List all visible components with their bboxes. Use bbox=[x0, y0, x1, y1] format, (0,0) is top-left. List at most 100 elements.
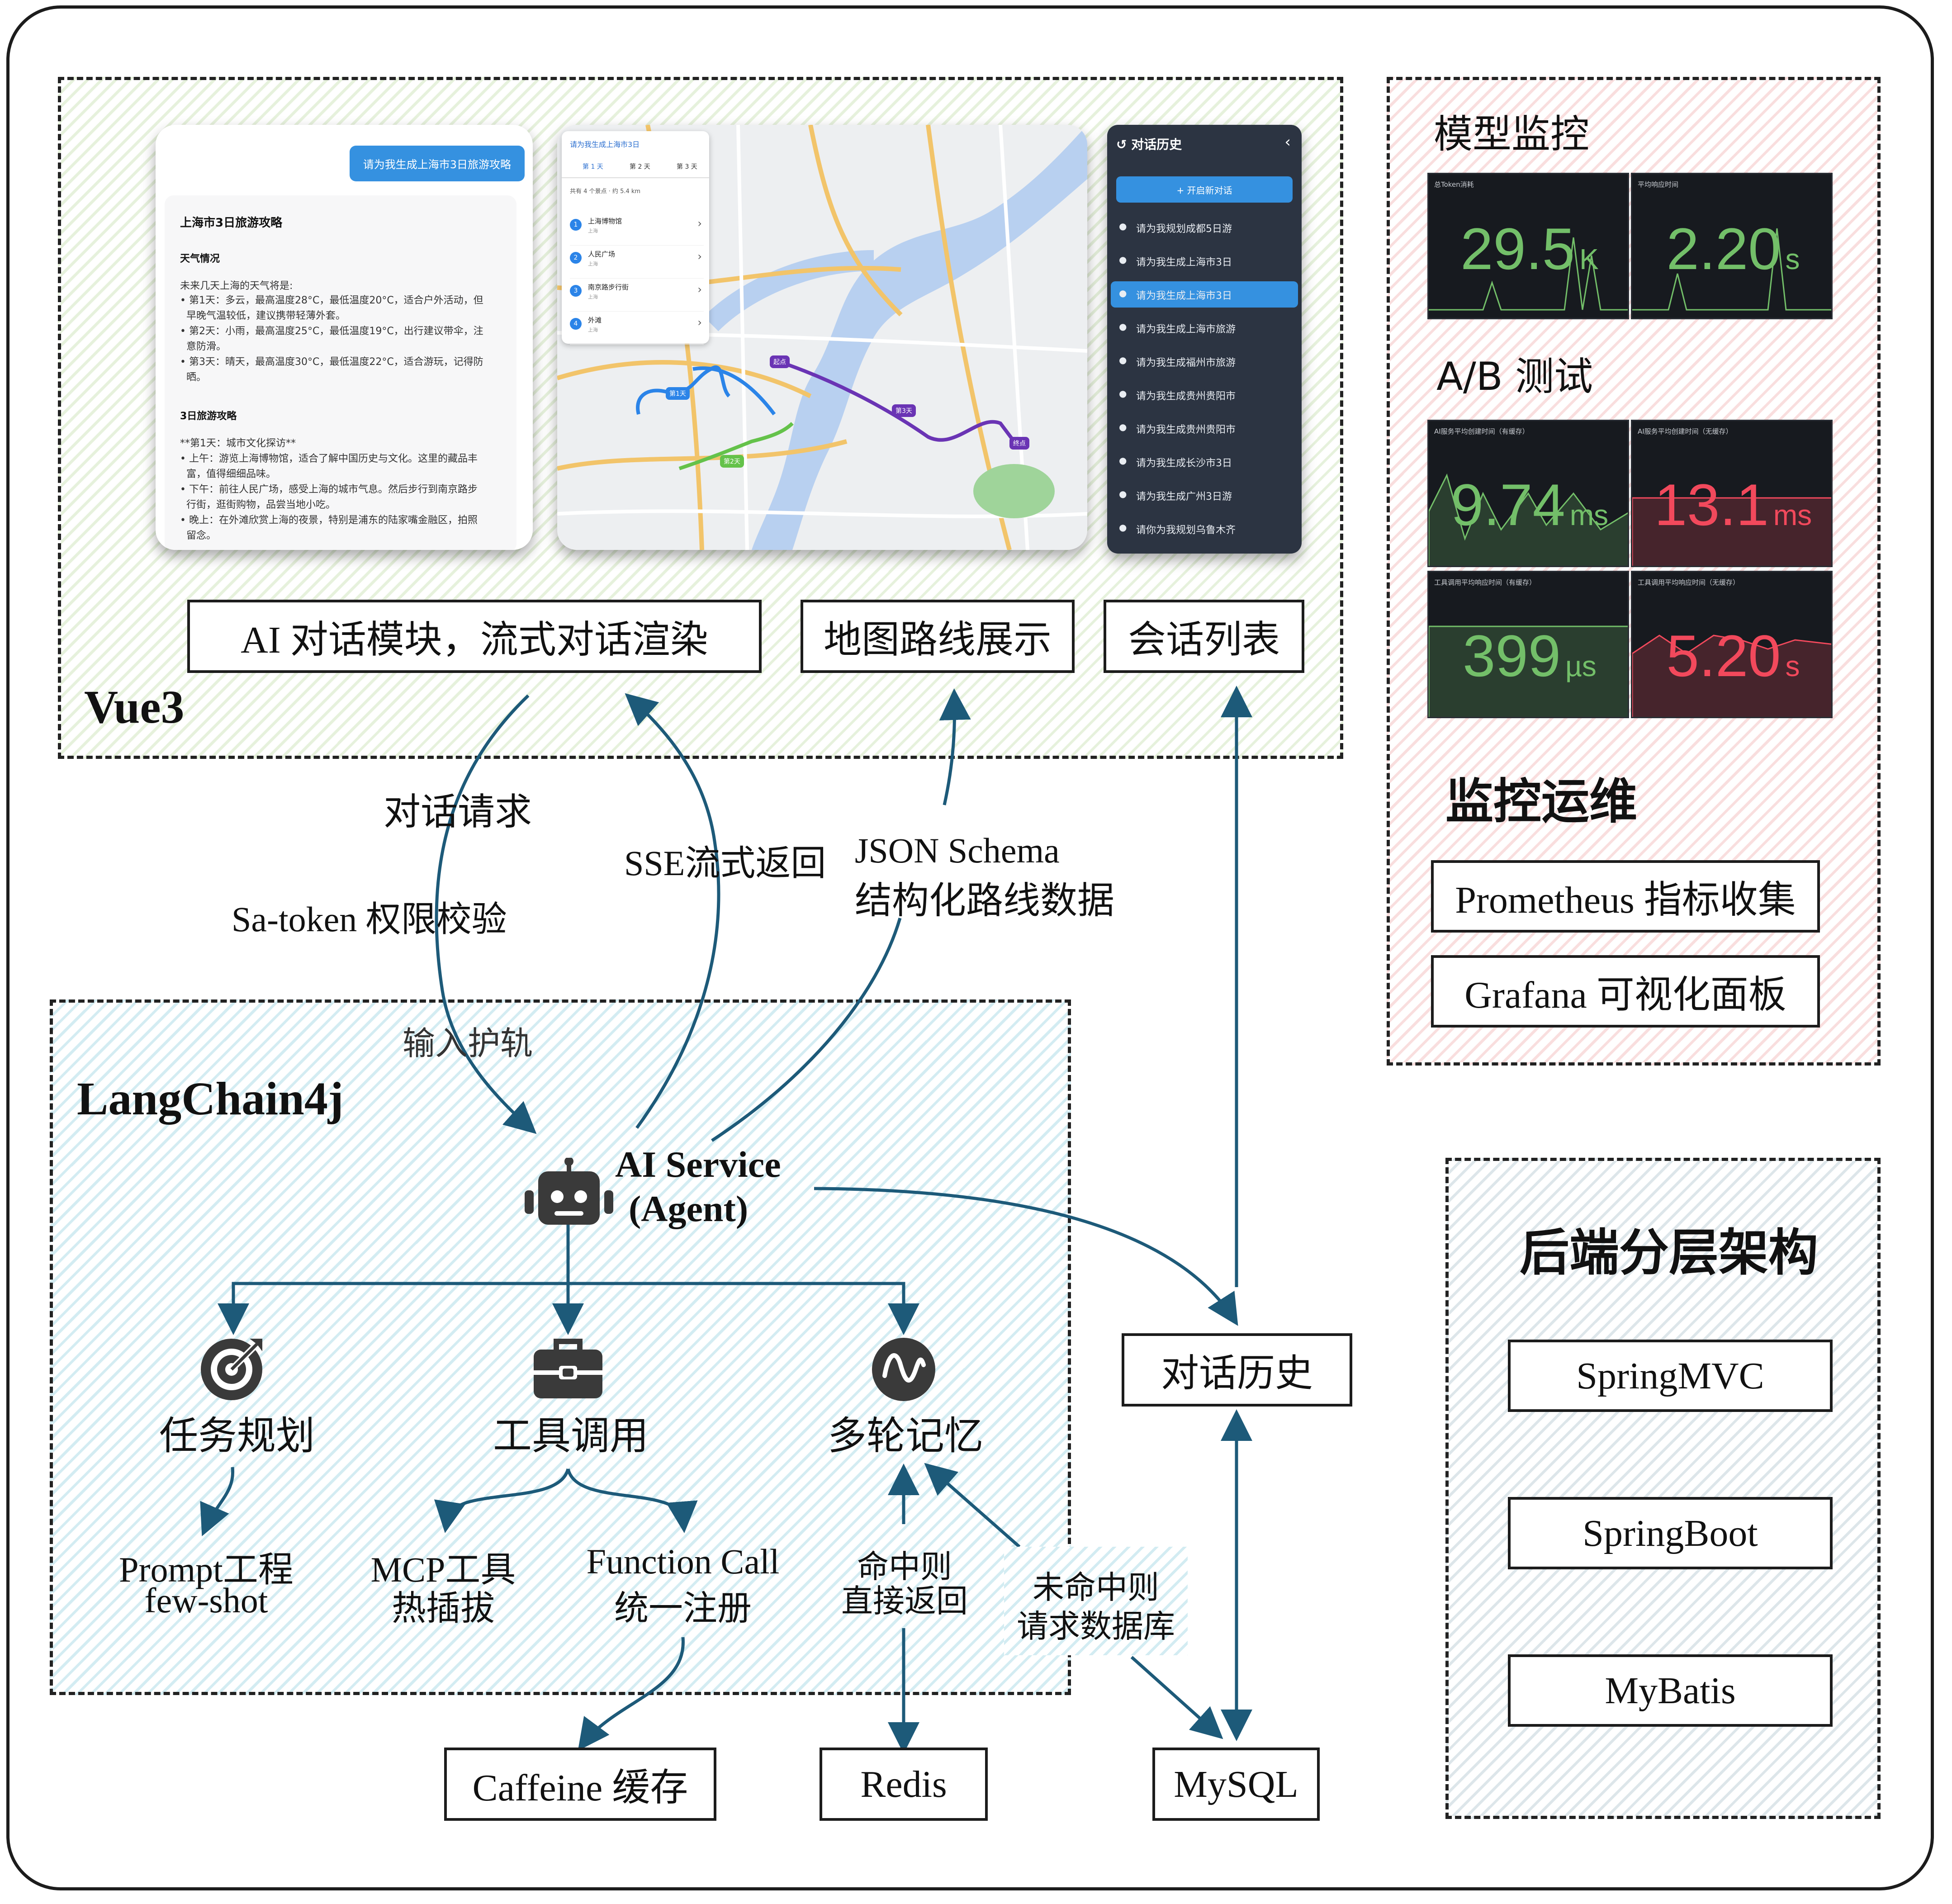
weather-line: • 第1天：多云，最高温度28°C，最低温度20°C，适合户外活动，但 bbox=[180, 295, 483, 306]
edge-json-schema bbox=[711, 695, 955, 1142]
edge-miss-mysql bbox=[1130, 1656, 1223, 1739]
model-monitor-title: 模型监控 bbox=[1434, 112, 1589, 157]
map-marker-end[interactable]: 终点 bbox=[1009, 437, 1029, 450]
stop-number-badge: 4 bbox=[570, 318, 582, 330]
park bbox=[973, 464, 1055, 518]
panel-value-unit: µs bbox=[1565, 650, 1597, 682]
panel-value-number: 9.74 bbox=[1450, 472, 1565, 538]
panel-value-number: 399 bbox=[1463, 623, 1561, 689]
map-screenshot: 起点 终点 第1天 第2天 第3天 请为我生成上海市3日 第 1 天 第 2 天… bbox=[557, 125, 1087, 550]
unified-register-label: 统一注册 bbox=[614, 1588, 752, 1628]
prompt-engineering-label: Prompt工程 bbox=[119, 1550, 294, 1589]
route-panel-title: 请为我生成上海市3日 bbox=[570, 140, 640, 149]
sparkline bbox=[1429, 625, 1628, 717]
stop-number-badge: 2 bbox=[570, 252, 582, 264]
stop-name: 南京路步行街 bbox=[588, 283, 629, 291]
collapse-icon[interactable]: ‹ bbox=[1284, 133, 1291, 151]
panel-title: 工具调用平均响应时间（无缓存） bbox=[1638, 578, 1740, 587]
history-item[interactable]: ● 请为我生成上海市旅游 bbox=[1111, 315, 1298, 341]
route-day-3 bbox=[773, 358, 1016, 443]
history-item[interactable]: ●请为我生成贵州贵阳市 bbox=[1111, 415, 1298, 441]
stop-subtitle: 上海 bbox=[588, 294, 598, 300]
chat-module-box: AI 对话模块，流式对话渲染 bbox=[187, 600, 762, 673]
map-marker-day1[interactable]: 第1天 bbox=[666, 387, 690, 400]
stop-name: 上海博物馆 bbox=[588, 217, 622, 225]
history-item-label: 请为我生成上海市旅游 bbox=[1136, 324, 1236, 335]
chat-bubble-icon: ● bbox=[1119, 522, 1127, 533]
stop-name: 人民广场 bbox=[588, 250, 616, 258]
panel-title: 工具调用平均响应时间（有缓存） bbox=[1434, 578, 1536, 587]
weather-line: 早晚气温较低，建议携带轻薄外套。 bbox=[180, 310, 346, 322]
weather-list: • 第1天：多云，最高温度28°C，最低温度20°C，适合户外活动，但 早晚气温… bbox=[180, 293, 483, 385]
edge-agent-history bbox=[814, 1187, 1238, 1326]
label-input-guard: 输入护轨 bbox=[403, 1024, 533, 1062]
history-item-label: 请为我生成长沙市3日 bbox=[1136, 458, 1232, 469]
new-chat-button[interactable]: + 开启新对话 bbox=[1116, 176, 1293, 203]
weather-line: • 第3天：晴天，最高温度30°C，最低温度22°C，适合游玩，记得防 bbox=[180, 356, 483, 368]
plan-line: 留念。 bbox=[180, 530, 216, 541]
river bbox=[752, 125, 1087, 550]
history-item[interactable]: ●请你为我规划乌鲁木齐 bbox=[1111, 516, 1298, 542]
caffeine-cache-box: Caffeine 缓存 bbox=[444, 1748, 716, 1821]
history-item[interactable]: ●请为我规划成都5日游 bbox=[1111, 214, 1298, 241]
route-day-1 bbox=[636, 365, 731, 415]
weather-line: 意防滑。 bbox=[180, 341, 226, 352]
hit-label-1: 命中则 bbox=[857, 1548, 952, 1585]
panel-title: 平均响应时间 bbox=[1638, 180, 1679, 189]
history-item[interactable]: ●请为我生成上海市3日 bbox=[1111, 248, 1298, 274]
map-marker-day3[interactable]: 第3天 bbox=[892, 404, 916, 417]
tab-day-2[interactable]: 第 2 天 bbox=[630, 163, 650, 171]
weather-line: 晒。 bbox=[180, 372, 206, 383]
history-item-label: 请为我生成上海市3日 bbox=[1136, 257, 1232, 268]
ops-title: 监控运维 bbox=[1445, 774, 1637, 829]
tab-day-1[interactable]: 第 1 天 bbox=[583, 163, 603, 171]
map-marker-start[interactable]: 起点 bbox=[770, 355, 790, 368]
tab-day-3[interactable]: 第 3 天 bbox=[677, 163, 697, 171]
stop-name: 外滩 bbox=[588, 316, 602, 324]
history-item[interactable]: ●请为我生成福州市旅游 bbox=[1111, 348, 1298, 374]
history-item-label: 请为我生成贵州贵阳市 bbox=[1136, 391, 1236, 402]
history-item[interactable]: ●请为我生成上海市3日 bbox=[1111, 281, 1298, 308]
panel-title: AI服务平均创建时间（无缓存） bbox=[1638, 427, 1733, 436]
mybatis-box: MyBatis bbox=[1508, 1654, 1833, 1727]
stop-number-badge: 1 bbox=[570, 219, 582, 231]
history-panel-title: ↺ 对话历史 bbox=[1116, 137, 1182, 152]
history-item[interactable]: ●请为我生成广州3日游 bbox=[1111, 482, 1298, 508]
history-item[interactable]: ● 请为我生成长沙市3日 bbox=[1111, 449, 1298, 475]
stop-subtitle: 上海 bbox=[588, 228, 598, 234]
miss-label-background bbox=[1004, 1547, 1188, 1655]
miss-label-2: 请求数据库 bbox=[1017, 1608, 1175, 1645]
panel-value-number: 2.20 bbox=[1666, 216, 1781, 282]
plan-heading: 3日旅游攻略 bbox=[180, 411, 237, 422]
reply-title: 上海市3日旅游攻略 bbox=[180, 216, 283, 230]
mysql-box: MySQL bbox=[1152, 1748, 1320, 1821]
tool-calling-label: 工具调用 bbox=[493, 1413, 649, 1459]
chat-bubble-icon: ● bbox=[1119, 388, 1127, 399]
task-planning-label: 任务规划 bbox=[159, 1413, 315, 1459]
chat-bubble-icon: ● bbox=[1119, 321, 1127, 332]
history-item[interactable]: ● 请为我生成贵州贵阳市 bbox=[1111, 382, 1298, 408]
edge-agent-task bbox=[218, 1282, 568, 1335]
function-call-label: Function Call bbox=[586, 1542, 780, 1581]
multi-turn-memory-label: 多轮记忆 bbox=[828, 1413, 983, 1459]
chat-bubble-icon: ● bbox=[1119, 455, 1127, 466]
target-icon bbox=[201, 1339, 262, 1400]
history-title-text: 对话历史 bbox=[1131, 137, 1182, 152]
history-item-label: 请为我生成上海市3日 bbox=[1136, 290, 1232, 302]
map-marker-day2[interactable]: 第2天 bbox=[720, 455, 744, 468]
edge-miss-back bbox=[924, 1463, 1021, 1548]
weather-heading: 天气情况 bbox=[180, 253, 220, 265]
